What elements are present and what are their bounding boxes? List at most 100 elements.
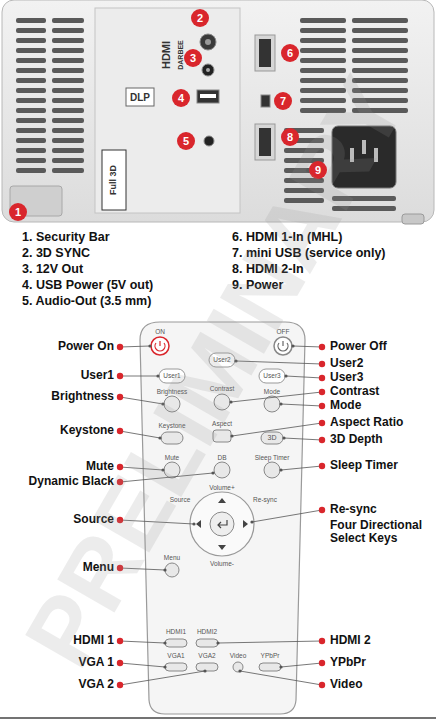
printed-label: DLP [130,92,150,103]
button-callout: Video [330,678,362,691]
leader-dot [117,682,123,688]
projector-foot [402,214,424,224]
footer-rule [0,717,436,719]
button-callout: User3 [330,371,363,384]
button-callout: Aspect Ratio [330,416,403,429]
callout-text: 7 [274,92,292,110]
leader-line [218,641,322,643]
vent-slot [352,18,408,23]
button-callout: Re-sync [330,503,377,516]
button-callout: User1 [81,369,114,382]
vent-slot [16,88,46,93]
hdmi2-port [259,128,271,156]
vga1-button [165,663,187,671]
callout-text: 5 [177,132,195,150]
callout-number: 6 [281,44,299,62]
3d-button [261,432,283,444]
button-callout: Four Directional Select Keys [330,519,434,545]
3d-sync-pin [205,39,211,45]
leader-end [203,669,206,672]
connector-panel [95,8,240,213]
leader-dot [319,660,325,666]
leader-end [279,665,282,668]
printed-label: 3D [268,434,277,442]
leader-end [148,344,151,347]
button-callout: Sleep Timer [330,459,398,472]
button-callout: Brightness [51,390,114,403]
vent-slot [16,138,46,143]
vent-slot [300,28,346,33]
hdmi-frame [255,35,275,71]
printed-label: ON [155,328,165,335]
vent-slot [352,28,408,33]
vent-slot [16,48,46,53]
vent-slot [16,148,46,153]
leader-dot [319,375,325,381]
vent-slot [52,18,84,23]
vent-slot [52,88,84,93]
vent-slot [16,78,46,83]
leader-line [120,641,165,643]
vent-slot [300,48,346,53]
vent-slot [16,38,46,43]
leader-dot [319,437,325,443]
vent-slot [16,118,46,123]
vent-slot [52,118,84,123]
hdmi1-port [259,39,271,67]
leader-dot [319,389,325,395]
vent-slot [52,78,84,83]
vent-slot [16,98,46,103]
vent-slot [52,138,84,143]
printed-label: HDMI2 [197,628,217,635]
printed-label: Volume+ [209,484,234,491]
leader-end [216,641,219,644]
printed-label: Volume- [210,560,234,567]
ypbpr-button [259,663,281,671]
button-callout: Power On [58,340,114,353]
vent-slot [352,48,408,53]
hdmi-frame [255,124,275,160]
button-callout: 3D Depth [330,433,383,446]
leader-line [252,510,322,522]
usb-tongue [200,94,216,98]
button-callout: Power Off [330,340,387,353]
vent-slot [52,168,84,173]
leader-dot [319,638,325,644]
callout-number: 3 [184,49,202,67]
printed-label: YPbPr [261,652,280,659]
leader-dot [319,507,325,513]
printed-label: VGA2 [198,652,215,659]
printed-label: Mode [264,388,280,395]
leader-end [163,641,166,644]
leader-line [281,466,322,470]
callout-text: 1 [9,203,27,221]
direction-arrows [196,498,248,550]
vent-slot [300,38,346,43]
full-3d-badge [102,150,126,210]
vent-slot [52,148,84,153]
leader-line [240,671,322,685]
power-icon [155,341,165,351]
vent-slot [352,58,408,63]
3d-sync-port [200,34,216,50]
leader-end [250,520,253,523]
leader-line [293,346,322,347]
leader-end [291,344,294,347]
dlp-logo [126,88,154,106]
printed-label: VGA1 [167,652,184,659]
leader-end [163,665,166,668]
vent-slot [300,58,346,63]
vent-slot [52,98,84,103]
leader-end [279,468,282,471]
vent-slot [16,58,46,63]
printed-label: Video [230,652,247,659]
leader-line [232,423,322,436]
button-callout: Keystone [60,424,114,437]
vent-slot [16,168,46,173]
callout-number: 7 [274,92,292,110]
leader-line [284,438,322,440]
hdmi1-button [165,639,187,647]
leader-line [281,663,322,667]
leader-end [238,669,241,672]
